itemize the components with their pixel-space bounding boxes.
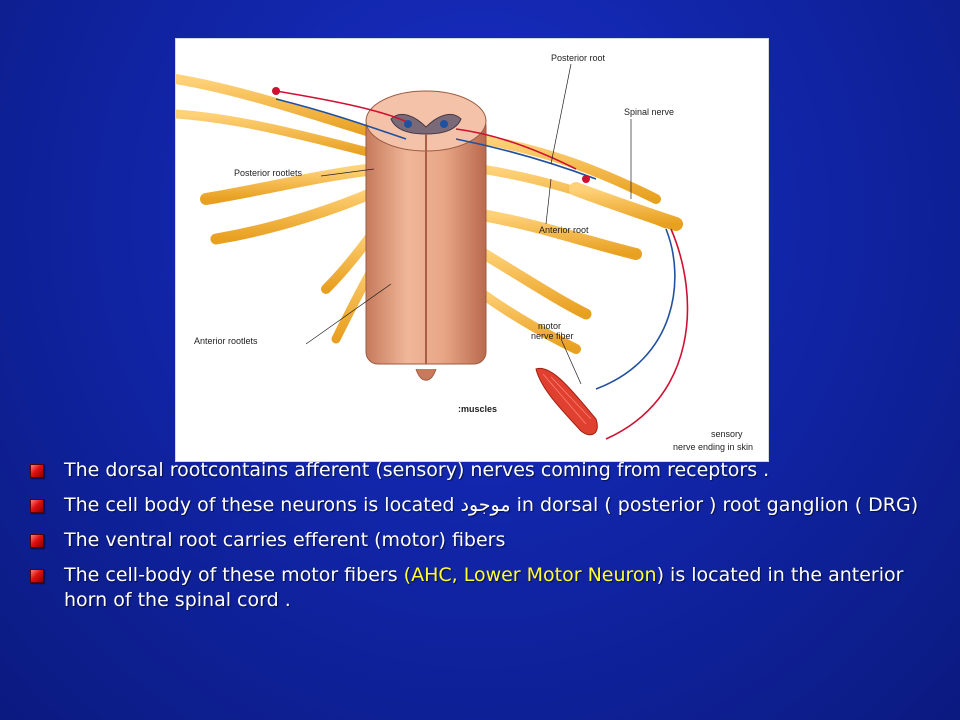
- bullet-text-after: ) is located in the anterior horn of the…: [64, 564, 904, 611]
- left-nerve-bundles: [176, 74, 387, 344]
- bullet-highlight: (AHC, Lower Motor Neuron: [403, 564, 657, 586]
- spinal-cord-diagram: Posterior root Spinal nerve Posterior ro…: [175, 38, 769, 462]
- muscle: [535, 367, 598, 436]
- label-motor-line1: motor: [538, 321, 561, 331]
- label-posterior-rootlets: Posterior rootlets: [234, 168, 303, 178]
- bullet-text: The cell body of these neurons is locate…: [64, 494, 919, 516]
- bullet-marker-icon: [30, 464, 44, 478]
- bullet-item: The cell body of these neurons is locate…: [30, 493, 930, 518]
- bullet-marker-icon: [30, 534, 44, 548]
- spinal-cord: [365, 90, 487, 381]
- label-motor-line2: nerve fiber: [531, 331, 574, 341]
- bullet-marker-icon: [30, 499, 44, 513]
- label-muscles: :muscles: [458, 404, 497, 414]
- label-sensory-line1: sensory: [711, 429, 743, 439]
- neuron-paths: [275, 90, 689, 440]
- bullet-list: The dorsal rootcontains afferent (sensor…: [30, 458, 930, 623]
- neuron-cell-bodies: [272, 87, 590, 183]
- label-anterior-root: Anterior root: [539, 225, 589, 235]
- label-posterior-root: Posterior root: [551, 53, 606, 63]
- bullet-text: The ventral root carries efferent (motor…: [64, 529, 506, 551]
- bullet-item: The ventral root carries efferent (motor…: [30, 528, 930, 553]
- label-leaders: [305, 63, 632, 385]
- bullet-text: The dorsal rootcontains afferent (sensor…: [64, 459, 770, 481]
- bullet-text-before: The cell-body of these motor fibers: [64, 564, 404, 586]
- right-nerve-bundles: [470, 134, 683, 354]
- bullet-item: The dorsal rootcontains afferent (sensor…: [30, 458, 930, 483]
- spinal-cord-illustration: Posterior root Spinal nerve Posterior ro…: [176, 53, 753, 452]
- bullet-marker-icon: [30, 569, 44, 583]
- label-anterior-rootlets: Anterior rootlets: [194, 336, 258, 346]
- label-spinal-nerve: Spinal nerve: [624, 107, 674, 117]
- label-sensory-line2: nerve ending in skin: [673, 442, 753, 452]
- bullet-item: The cell-body of these motor fibers (AHC…: [30, 563, 930, 613]
